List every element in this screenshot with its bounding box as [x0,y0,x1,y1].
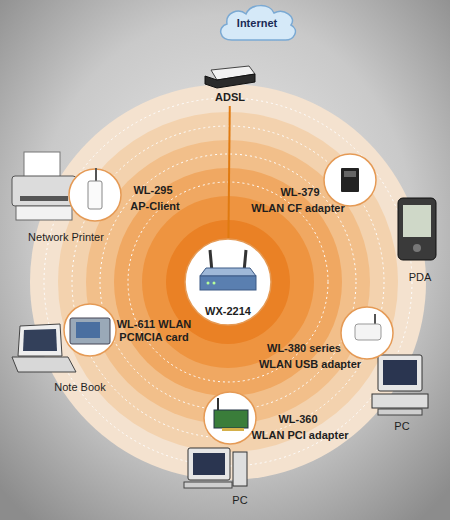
pcmcia-card-icon [70,318,110,344]
device-label: Network Printer [6,231,126,244]
printer-tray [16,206,72,220]
pda-screen [403,205,431,237]
usb-adapter [355,324,381,340]
pci-card-icon [214,398,248,431]
adapter-node: WL-379WLAN CF adapter [323,153,377,207]
device-model: WL-295 [118,184,188,197]
node-outline [323,153,377,207]
device-label: PC [342,420,450,433]
printer-paper [24,152,60,178]
device-model: Internet [217,17,297,30]
white-circle [324,154,376,206]
device-label: Note Book [20,381,140,394]
router-icon [200,250,256,290]
pc-tower [233,452,247,486]
pc-screen [383,360,417,385]
pda-button [413,244,421,252]
router-antenna [210,250,212,272]
modem-body [205,74,255,88]
router-led [207,282,210,285]
network-link [228,106,229,238]
coverage-rings [30,84,426,480]
antenna [95,168,97,181]
device-label: PDA [360,271,450,284]
node-outline [63,303,117,357]
device-model: WL-611 WLAN PCMCIA card [111,318,197,344]
printer-body [12,176,76,206]
pci-contacts [222,428,244,431]
device-description: WLAN USB adapter [250,358,370,371]
antenna [217,398,219,410]
pc-case [372,394,428,408]
notebook-screen [23,329,57,351]
pc-screen [193,453,225,475]
modem-node: ADSL [203,62,257,106]
pda-body [398,198,436,260]
coverage-ring [30,84,426,480]
printer-slot [20,196,68,201]
notebook-lid [18,324,62,356]
pcmcia-card [70,318,110,344]
cf-card-icon [341,168,359,192]
pc-monitor [378,355,422,391]
white-circle [341,307,393,359]
cf-card-label [344,171,356,177]
pci-card [214,410,248,428]
node-outline [340,306,394,360]
device-model: WL-380 series [254,342,354,355]
adapter-node: WL-611 WLAN PCMCIA card [63,303,117,357]
adapter-node: WL-380 seriesWLAN USB adapter [340,306,394,360]
white-circle [185,239,271,325]
device-model: WX-2214 [188,305,268,318]
notebook-base [12,357,76,372]
device-label: PC [180,494,300,507]
coverage-ring [58,112,398,452]
pc-icon [184,448,247,488]
device-description: WLAN CF adapter [243,202,353,215]
pda-icon [398,198,436,260]
router-antenna [244,250,246,272]
device-description: AP-Client [115,200,195,213]
router-led [213,282,216,285]
pc-monitor [188,448,230,480]
pc-icon [372,355,428,415]
router-top [200,268,256,276]
usb-adapter-icon [355,314,381,340]
router-body [200,276,256,290]
ap-client-icon [88,168,102,209]
antenna [374,314,376,324]
device-model: WL-379 [260,186,340,199]
cloud-node: Internet [214,2,300,44]
white-circle [204,392,256,444]
pcmcia-label [76,322,100,338]
dotted-ring [72,126,384,438]
node-outline [203,391,257,445]
white-circle [69,169,121,221]
ap-client-box [88,181,102,209]
adapter-node: WL-360WLAN PCI adapter [203,391,257,445]
white-circle [64,304,116,356]
device-description: WLAN PCI adapter [240,429,360,442]
printer-icon [12,152,76,220]
cf-card [341,168,359,192]
router-node: WX-2214 [184,238,272,326]
dotted-ring [44,98,412,466]
node-outline [68,168,122,222]
adapter-node: WL-295AP-Client [68,168,122,222]
pc-keyboard [378,409,422,415]
pc-keyboard [184,482,232,488]
device-model: WL-360 [258,413,338,426]
device-model: ADSL [203,91,257,104]
